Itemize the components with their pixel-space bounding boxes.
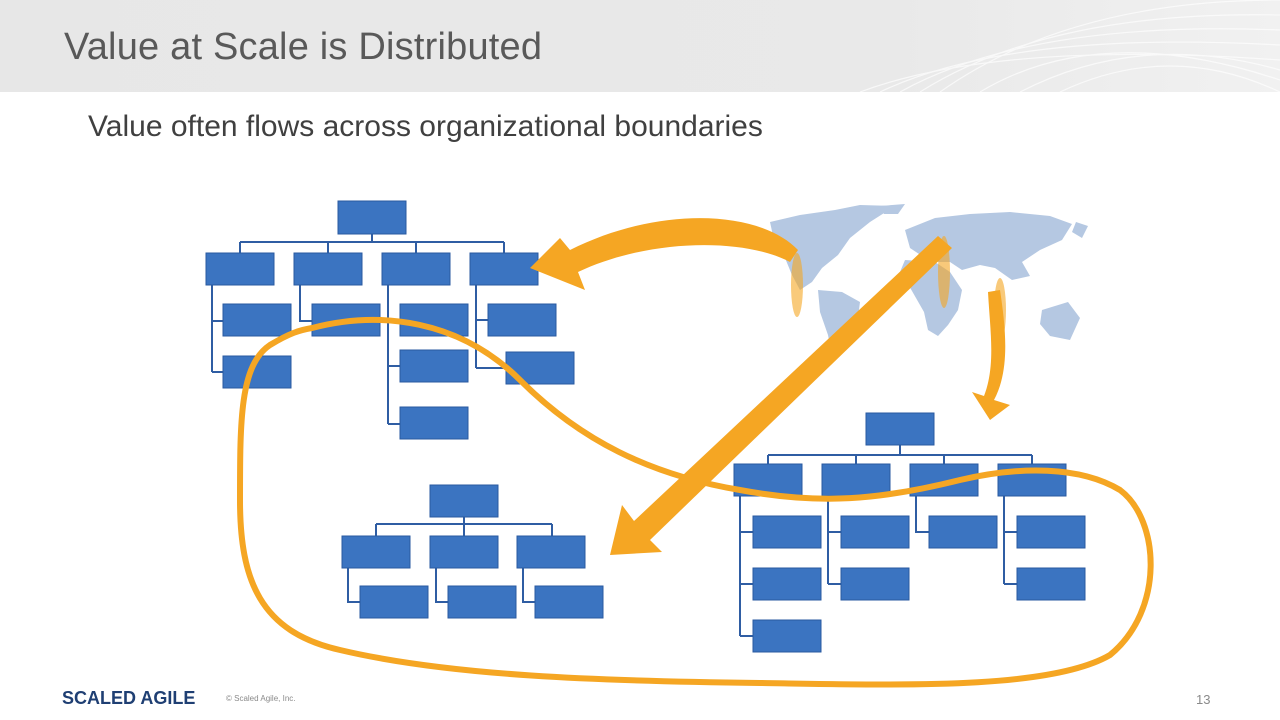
footer-copyright: © Scaled Agile, Inc. <box>226 694 296 703</box>
org-chart-top-left <box>205 200 575 440</box>
slide-header: Value at Scale is Distributed <box>0 0 1280 92</box>
slide-title: Value at Scale is Distributed <box>64 26 543 68</box>
page-number: 13 <box>1196 692 1211 707</box>
scaled-agile-logo: SCALED AGILE <box>62 688 196 708</box>
flow-arrow-icon <box>530 218 1010 555</box>
value-stream-loop-icon <box>236 316 1154 688</box>
slide-subtitle: Value often flows across organizational … <box>88 110 763 143</box>
world-map-icon <box>770 204 1088 356</box>
org-chart-right <box>733 412 1086 653</box>
header-wave-pattern <box>859 0 1280 92</box>
org-chart-bottom-center <box>341 484 604 619</box>
